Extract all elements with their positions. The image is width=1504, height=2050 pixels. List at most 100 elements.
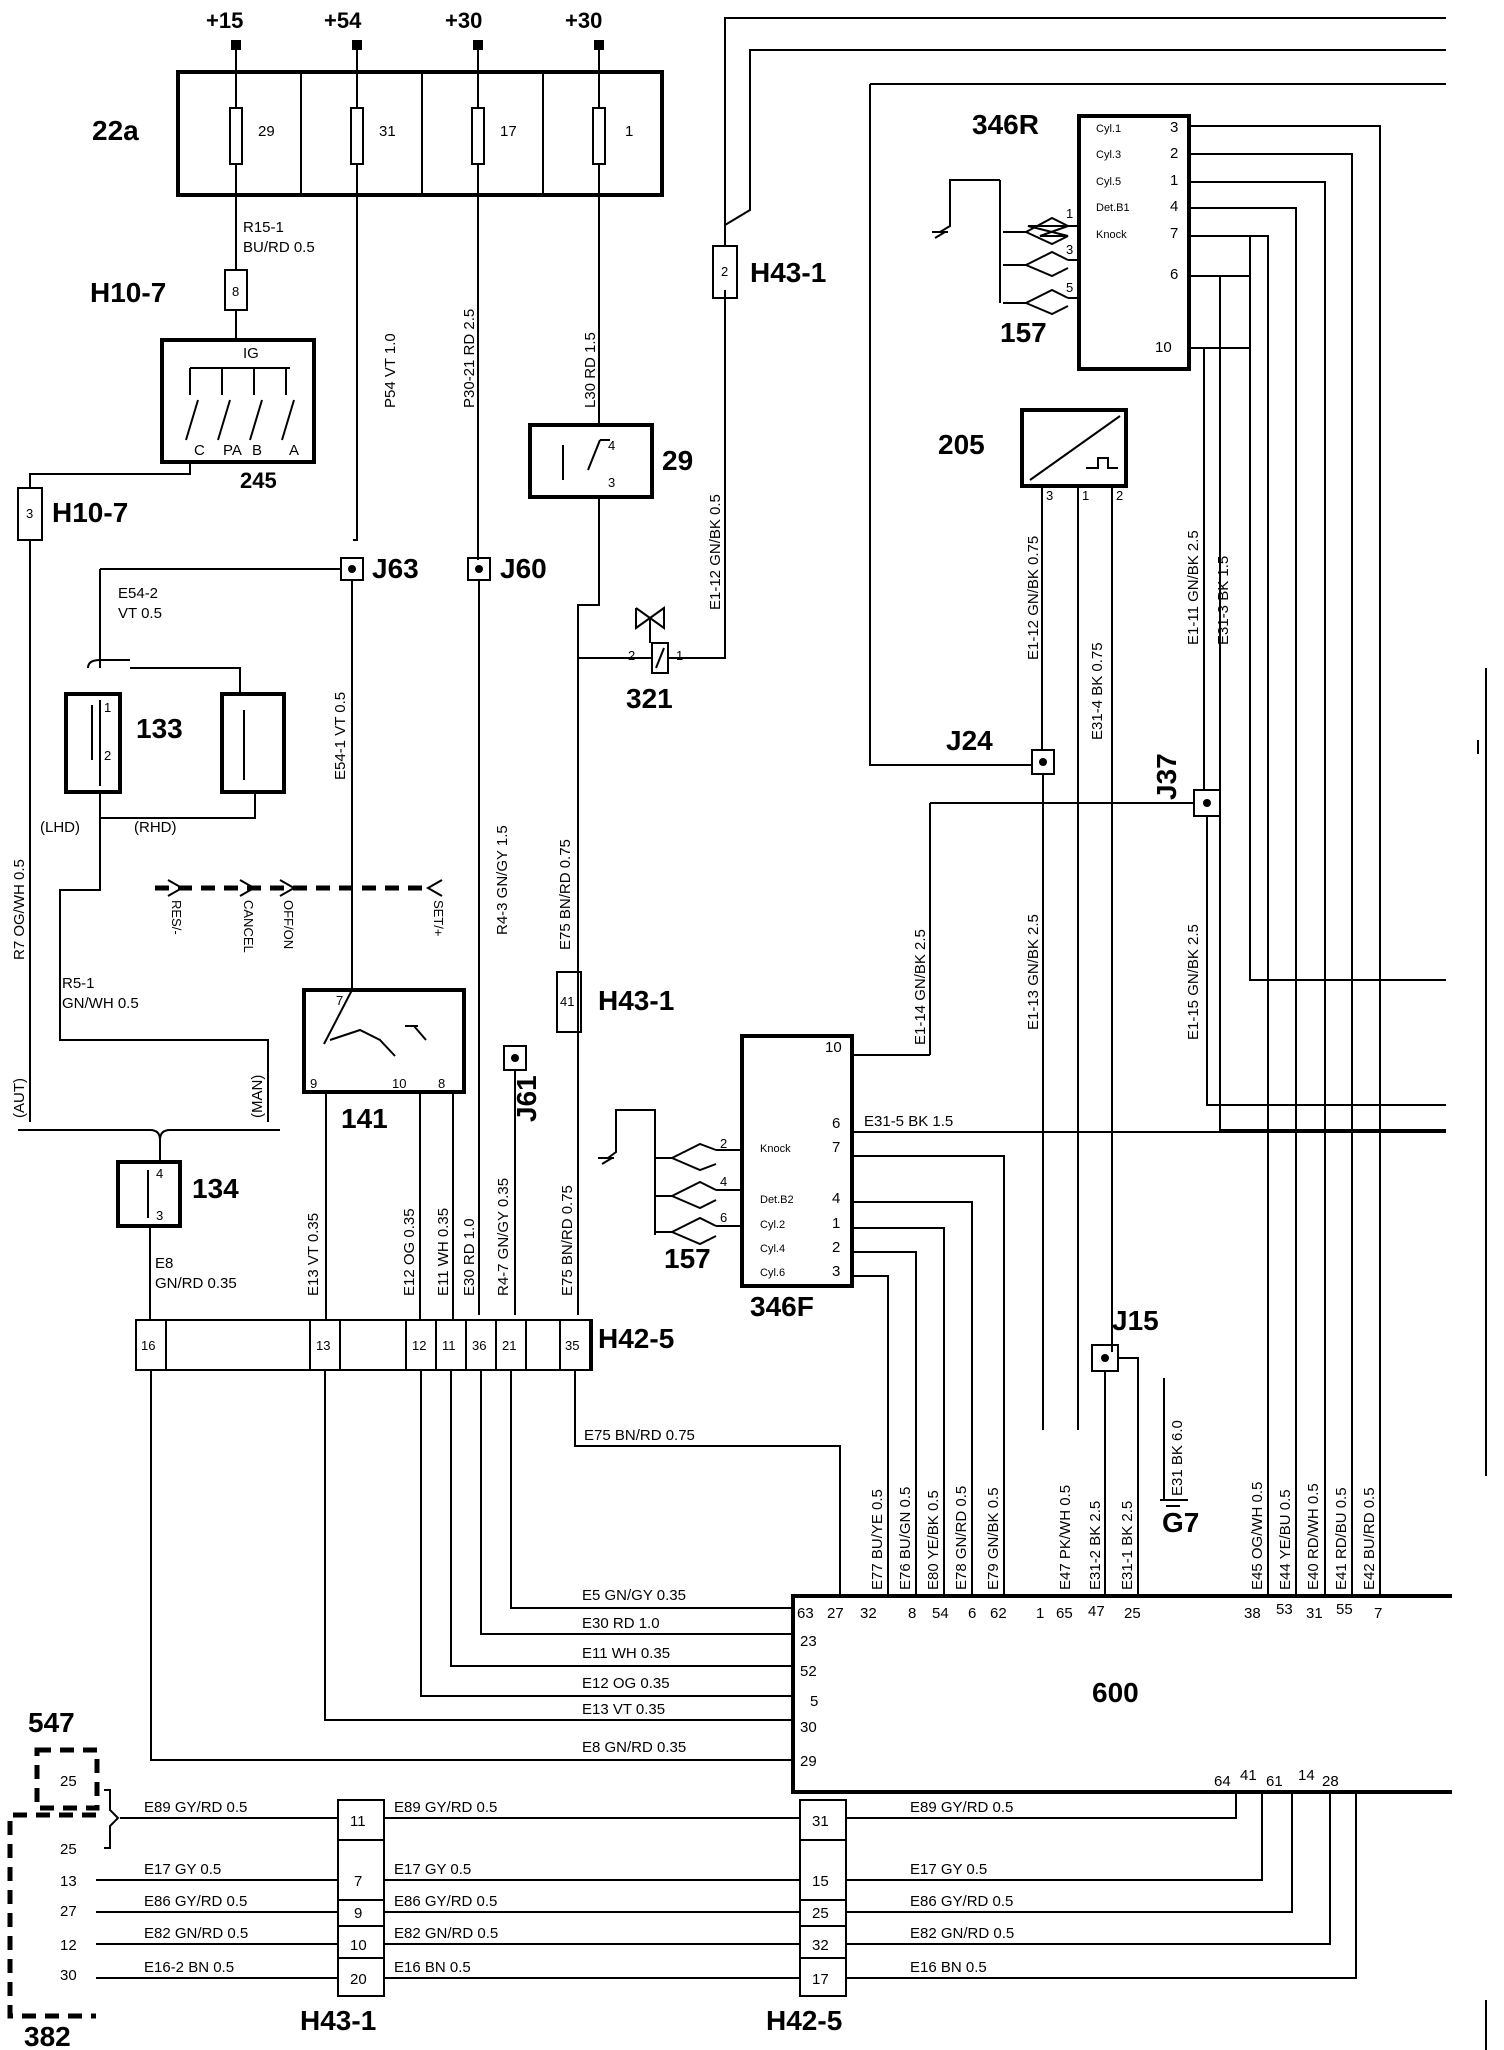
relay-29: 4 3 29 — [528, 423, 693, 655]
wire-e30: E30 RD 1.0 — [461, 1218, 478, 1296]
157r-pin5: 5 — [1066, 280, 1073, 295]
fuse-29: 29 — [258, 123, 275, 140]
157f-pin2: 2 — [720, 1136, 727, 1151]
ecu-pin5: 5 — [810, 1693, 818, 1710]
h10-7b-id: H10-7 — [52, 497, 128, 528]
h42b-pin17: 17 — [812, 1971, 829, 1988]
346r-pin7: 7 — [1170, 225, 1178, 242]
relay29-pin4: 4 — [608, 438, 615, 453]
junction-j63: J63 — [372, 553, 419, 584]
device-382: 382 — [24, 2021, 71, 2050]
ecu-pin29: 29 — [800, 1753, 817, 1770]
ecu-pin55: 55 — [1336, 1601, 1353, 1618]
h43b-pin10: 10 — [350, 1937, 367, 1954]
wire-e1-14: E1-14 GN/BK 2.5 — [912, 929, 929, 1045]
wire-p30: P30-21 RD 2.5 — [461, 309, 478, 408]
h42-pin35: 35 — [565, 1338, 579, 1353]
h43b-pin20: 20 — [350, 1971, 367, 1988]
h43b-id: H43-1 — [300, 2005, 376, 2036]
supply-plus54: +54 — [324, 8, 362, 33]
junctions-top: J63 J60 E54-2 VT 0.5 E54-1 VT 0.5 R4-3 G… — [99, 553, 547, 1315]
wire-e42: E42 BU/RD 0.5 — [1361, 1487, 1378, 1590]
ecu-pin52: 52 — [800, 1663, 817, 1680]
ignition-connector-id: H10-7 — [90, 277, 166, 308]
sw141-pin7: 7 — [336, 993, 343, 1008]
junctions-j24-j37: J24 E1-13 GN/BK 2.5 J37 E1-11 GN/BK 2.5 … — [869, 84, 1446, 1430]
h43-1-top: 2 H43-1 E1-12 GN/BK 0.5 — [707, 17, 1446, 610]
wire-r4-3: R4-3 GN/GY 1.5 — [494, 825, 511, 935]
knock-module-346r: 346R Cyl.1 3 Cyl.3 2 Cyl.5 1 Det.B1 4 Kn… — [932, 109, 1250, 371]
bottom-mid-e86: E86 GY/RD 0.5 — [394, 1893, 497, 1910]
fuse-1: 1 — [625, 123, 633, 140]
wire-e75c: E75 BN/RD 0.75 — [584, 1427, 695, 1444]
man-label: (MAN) — [249, 1075, 266, 1118]
bottom-left-e86: E86 GY/RD 0.5 — [144, 1893, 247, 1910]
relay29-id: 29 — [662, 445, 693, 476]
bottom-mid-e89: E89 GY/RD 0.5 — [394, 1799, 497, 1816]
bottom-left-e16: E16-2 BN 0.5 — [144, 1959, 234, 1976]
ecu-pin28: 28 — [1322, 1773, 1339, 1790]
wire-e1-12b: E1-12 GN/BK 0.75 — [1025, 536, 1042, 660]
wire-e54-2-color: VT 0.5 — [118, 605, 162, 622]
supply-plus30a: +30 — [445, 8, 482, 33]
wire-e54-2: E54-2 — [118, 585, 158, 602]
ecu-pin30: 30 — [800, 1719, 817, 1736]
valve-321: 2 1 321 — [578, 290, 726, 714]
ecu-top-wire-labels: E77 BU/YE 0.5 E76 BU/GN 0.5 E80 YE/BK 0.… — [869, 1420, 1378, 1590]
bottom-left-e89: E89 GY/RD 0.5 — [144, 1799, 247, 1816]
346r-pin4: 4 — [1170, 198, 1178, 215]
ecu-pin62: 62 — [990, 1605, 1007, 1622]
valve321-pin2: 2 — [628, 648, 635, 663]
wire-e31-2: E31-2 BK 2.5 — [1087, 1501, 1104, 1590]
sw133-pin1: 1 — [104, 700, 111, 715]
wire-e80: E80 YE/BK 0.5 — [925, 1490, 942, 1590]
346r-down-wires — [1240, 125, 1381, 1596]
bottom-mid-e82: E82 GN/RD 0.5 — [394, 1925, 498, 1942]
sw141-pin8: 8 — [438, 1076, 445, 1091]
h42-pin16: 16 — [141, 1338, 155, 1353]
supply-plus30b: +30 — [565, 8, 602, 33]
h43-top-pin: 2 — [721, 264, 728, 279]
fusebox-22a: 22a 29 31 17 1 — [92, 45, 664, 197]
h42b-pin32: 32 — [812, 1937, 829, 1954]
ignition-id: 245 — [240, 468, 277, 493]
ecu-pin27: 27 — [827, 1605, 844, 1622]
ecu-pin53: 53 — [1276, 1601, 1293, 1618]
junction-j15-ground: J15 G7 — [1091, 1305, 1199, 1596]
ecu-pin25: 25 — [1124, 1605, 1141, 1622]
bottom-connectors: 547 382 25 25 13 27 12 30 11 7 9 10 20 H… — [7, 1707, 1357, 2050]
bottom-left-e17: E17 GY 0.5 — [144, 1861, 221, 1878]
aut-label: (AUT) — [11, 1078, 28, 1118]
bottom-right-e16: E16 BN 0.5 — [910, 1959, 987, 1976]
h43b-pin9: 9 — [354, 1905, 362, 1922]
346r-knock: Knock — [1096, 229, 1127, 241]
sensor205-id: 205 — [938, 429, 985, 460]
h42b-id: H42-5 — [766, 2005, 842, 2036]
157f-pin6: 6 — [720, 1210, 727, 1225]
ecu-pin41: 41 — [1240, 1767, 1257, 1784]
supply-plus15: +15 — [206, 8, 243, 33]
cruise-buttons: RES/- CANCEL OFF/ON SET/+ — [155, 879, 446, 953]
switch-133: 1 2 133 (LHD) (RHD) — [40, 659, 286, 836]
wire-e54-1: E54-1 VT 0.5 — [332, 692, 349, 780]
ecu-pin32: 32 — [860, 1605, 877, 1622]
device-547: 547 — [28, 1707, 75, 1738]
fusebox-id: 22a — [92, 115, 139, 146]
ignition-connector-pin: 8 — [232, 284, 239, 299]
wire-e11b: E11 WH 0.35 — [582, 1645, 670, 1662]
346r-detb1: Det.B1 — [1096, 202, 1130, 214]
h43-mid-id: H43-1 — [598, 985, 674, 1016]
wire-r5-1: R5-1 — [62, 975, 95, 992]
346f-detb2: Det.B2 — [760, 1194, 794, 1206]
ignition-contact-c: C — [194, 442, 205, 459]
346f-pin7: 7 — [832, 1139, 840, 1156]
h42b-pin31: 31 — [812, 1813, 829, 1830]
346f-pin6: 6 — [832, 1115, 840, 1132]
wire-e31: E31 BK 6.0 — [1169, 1420, 1186, 1496]
fuse-output-wires: P54 VT 1.0 P30-21 RD 2.5 L30 RD 1.5 — [353, 164, 600, 560]
346r-cyl3: Cyl.3 — [1096, 149, 1121, 161]
wire-e31-5: E31-5 BK 1.5 — [864, 1113, 953, 1130]
346f-cyl4: Cyl.4 — [760, 1243, 785, 1255]
bottom-mid-e16: E16 BN 0.5 — [394, 1959, 471, 1976]
